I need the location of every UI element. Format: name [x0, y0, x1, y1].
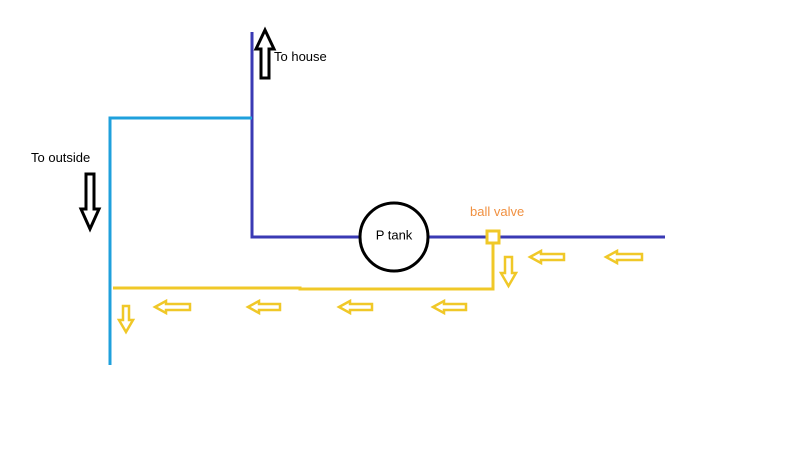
outside-pipe	[108, 116, 252, 365]
bypass-pipe	[113, 237, 495, 291]
flow-left-arrow-icon	[152, 298, 192, 316]
flow-down-arrow-icon	[498, 255, 519, 289]
flow-left-arrow-icon	[430, 298, 468, 316]
up-arrow-icon	[253, 26, 277, 80]
tank-label: P tank	[376, 227, 413, 242]
flow-left-arrow-icon	[336, 298, 374, 316]
flow-left-arrow-icon	[245, 298, 282, 316]
flow-arrows	[116, 248, 644, 335]
pressure-tank: P tank	[358, 201, 430, 273]
down-arrow-icon	[78, 172, 102, 233]
flow-down-arrow-icon	[116, 304, 136, 335]
flow-left-arrow-icon	[603, 248, 644, 266]
main-supply-pipe	[250, 32, 665, 239]
ball-valve-icon	[485, 229, 501, 245]
flow-left-arrow-icon	[527, 248, 566, 266]
to-outside-label: To outside	[31, 150, 90, 165]
ball-valve-label: ball valve	[470, 204, 524, 219]
to-house-label: To house	[274, 49, 327, 64]
tank-circle	[358, 201, 430, 273]
